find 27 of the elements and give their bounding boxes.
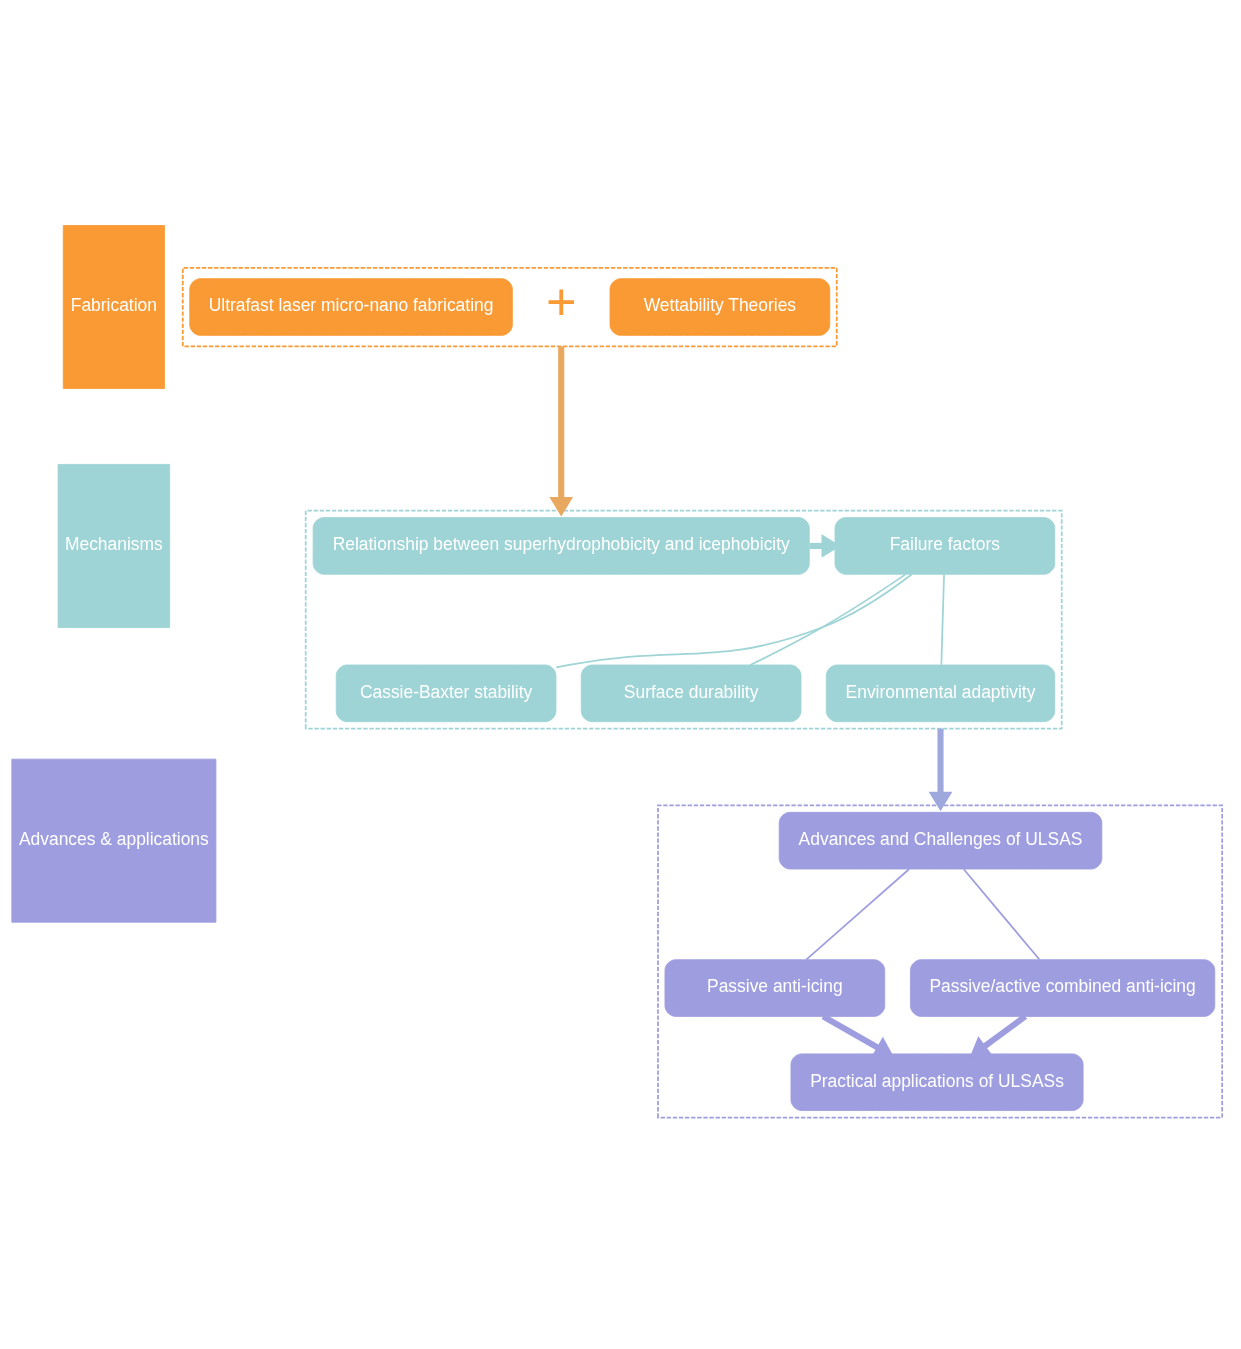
node-box: Environmental adaptivity <box>825 664 1056 722</box>
arrow <box>928 728 953 811</box>
arrow <box>969 1013 1028 1057</box>
node-box: Fabrication <box>62 224 165 389</box>
cluster <box>304 509 1063 729</box>
node-box: Cassie-Baxter stability <box>335 664 557 722</box>
node-box: Advances and Challenges of ULSAS <box>778 811 1103 869</box>
cluster <box>657 804 1224 1118</box>
cluster <box>181 266 838 347</box>
connector <box>940 573 945 666</box>
connector <box>749 573 907 666</box>
node-box: Failure factors <box>834 516 1056 575</box>
node-box: Passive/active combined anti-icing <box>910 958 1216 1017</box>
node-box: Practical applications of ULSASs <box>790 1052 1084 1111</box>
connector <box>555 573 913 668</box>
connector <box>805 867 910 960</box>
node-box: Passive anti-icing <box>664 958 886 1017</box>
node-box: Wettability Theories <box>609 277 831 336</box>
connector <box>962 867 1041 960</box>
node-box: Surface durability <box>580 664 802 722</box>
node-box: Advances & applications <box>11 758 217 923</box>
arrow <box>549 345 574 516</box>
node-box: Mechanisms <box>57 463 171 628</box>
node-box: Relationship between superhydrophobicity and icephobicity <box>312 516 810 575</box>
node-box: Ultrafast laser micro-nano fabricating <box>189 277 513 336</box>
arrow <box>821 1013 894 1057</box>
node-text: + <box>545 272 577 331</box>
